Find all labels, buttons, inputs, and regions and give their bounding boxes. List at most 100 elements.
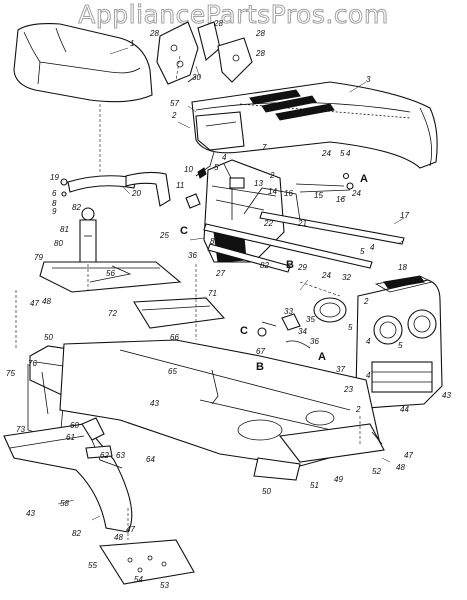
ref-letter-B1: B xyxy=(286,259,294,271)
callout-24c: 24 xyxy=(321,271,331,280)
callout-81: 81 xyxy=(60,225,69,234)
callout-37: 37 xyxy=(336,365,345,374)
callout-36b: 36 xyxy=(310,337,319,346)
callout-28a: 28 xyxy=(149,29,159,38)
callout-66: 66 xyxy=(170,333,179,342)
seat-part[interactable] xyxy=(13,23,153,103)
callout-3: 3 xyxy=(366,75,371,84)
callout-2b: 2 xyxy=(269,171,275,180)
callout-83: 83 xyxy=(210,237,219,246)
callout-33: 33 xyxy=(284,307,293,316)
ref-letter-C2: C xyxy=(240,325,248,337)
callout-63: 63 xyxy=(116,451,125,460)
callout-48a: 48 xyxy=(42,297,51,306)
callout-7: 7 xyxy=(262,143,267,152)
fuel-filler-part[interactable] xyxy=(79,207,97,263)
hood-part[interactable] xyxy=(191,81,438,169)
callout-16a: 16 xyxy=(284,189,293,198)
callout-24b: 24 xyxy=(351,189,361,198)
callout-55: 55 xyxy=(88,561,97,570)
callout-82a: 82 xyxy=(72,203,81,212)
callout-52: 52 xyxy=(372,467,381,476)
callout-10: 10 xyxy=(184,165,193,174)
callout-25: 25 xyxy=(159,231,169,240)
callout-79: 79 xyxy=(34,253,43,262)
callout-2c: 2 xyxy=(363,297,369,306)
callout-4c: 4 xyxy=(370,243,375,252)
callout-28b: 28 xyxy=(213,19,223,28)
callout-48c: 48 xyxy=(114,533,123,542)
front-axle-bracket[interactable] xyxy=(253,423,385,481)
callout-67: 67 xyxy=(256,347,265,356)
callout-2a: 2 xyxy=(171,111,177,120)
callout-50b: 50 xyxy=(262,487,271,496)
callout-4b: 4 xyxy=(346,149,351,158)
callout-43a: 43 xyxy=(442,391,451,400)
callout-82c: 82 xyxy=(72,529,81,538)
callout-47a: 47 xyxy=(30,299,39,308)
callout-44: 44 xyxy=(400,405,409,414)
fender-support-part[interactable] xyxy=(60,171,171,207)
callout-48b: 48 xyxy=(396,463,405,472)
callout-13: 13 xyxy=(254,179,263,188)
headlight-part[interactable] xyxy=(313,297,347,323)
callout-64: 64 xyxy=(146,455,155,464)
callout-49: 49 xyxy=(334,475,343,484)
callout-76: 76 xyxy=(28,359,37,368)
callout-28d: 28 xyxy=(255,49,265,58)
frame-rail-part[interactable] xyxy=(203,187,405,273)
callout-65: 65 xyxy=(168,367,177,376)
callout-16b: 16 xyxy=(336,195,345,204)
foot-plate-part[interactable] xyxy=(99,539,195,585)
callout-17: 17 xyxy=(400,211,409,220)
callout-72: 72 xyxy=(108,309,117,318)
callout-4a: 4 xyxy=(222,153,227,162)
callout-73: 73 xyxy=(16,425,25,434)
callout-4d: 4 xyxy=(366,337,371,346)
pedal-assembly[interactable] xyxy=(81,417,123,469)
seat-deck-part[interactable] xyxy=(39,261,182,293)
assembly-guide-lines xyxy=(15,55,361,540)
callout-50a: 50 xyxy=(44,333,53,342)
callout-61: 61 xyxy=(66,433,75,442)
callout-21: 21 xyxy=(297,219,307,228)
callout-leaders xyxy=(57,47,405,521)
callout-43b: 43 xyxy=(150,399,159,408)
wiring-harness-part[interactable] xyxy=(257,313,311,349)
callout-43c: 43 xyxy=(26,509,35,518)
callout-62: 62 xyxy=(100,451,109,460)
floor-plate-part[interactable] xyxy=(133,297,226,329)
callout-27: 27 xyxy=(215,269,225,278)
hood-hinge-bracket[interactable] xyxy=(195,111,245,151)
callout-60: 60 xyxy=(70,421,79,430)
callout-11: 11 xyxy=(176,181,184,190)
callout-14: 14 xyxy=(268,187,277,196)
callout-5d: 5 xyxy=(348,323,353,332)
callout-19: 19 xyxy=(50,173,59,182)
callout-32: 32 xyxy=(342,273,351,282)
callout-2d: 2 xyxy=(355,405,361,414)
callout-4e: 4 xyxy=(366,371,371,380)
callout-34: 34 xyxy=(298,327,307,336)
callout-56: 56 xyxy=(106,269,115,278)
callout-23: 23 xyxy=(343,385,353,394)
ref-letter-C1: C xyxy=(180,225,188,237)
callout-57: 57 xyxy=(170,99,179,108)
callout-51: 51 xyxy=(310,481,319,490)
callout-82b: 82 xyxy=(260,261,269,270)
grille-part[interactable] xyxy=(355,275,443,409)
callout-22: 22 xyxy=(263,219,273,228)
callout-47c: 47 xyxy=(126,525,135,534)
watermark: AppliancePartsPros.com xyxy=(78,0,389,30)
callout-47b: 47 xyxy=(404,451,413,460)
linkage-rod-part[interactable] xyxy=(295,172,354,193)
seat-bracket-part[interactable] xyxy=(156,21,253,85)
callout-5a: 5 xyxy=(214,163,219,172)
callout-71: 71 xyxy=(208,289,217,298)
callout-30: 30 xyxy=(192,73,201,82)
callout-1: 1 xyxy=(130,39,134,48)
throttle-lever-part[interactable] xyxy=(185,151,215,209)
callout-5b: 5 xyxy=(340,149,345,158)
